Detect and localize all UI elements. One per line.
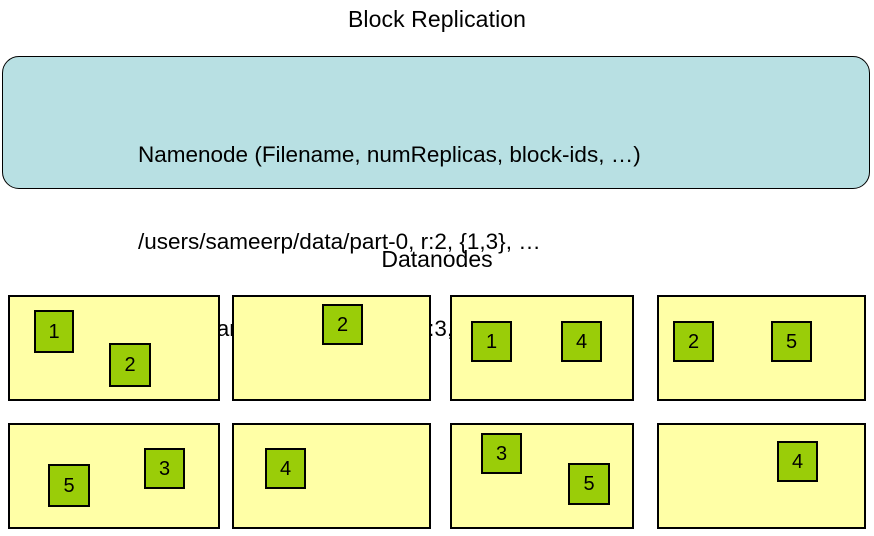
datanode-5[interactable]	[8, 423, 220, 529]
datanode-8[interactable]	[657, 423, 866, 529]
datanode-3[interactable]	[450, 295, 634, 401]
datanode-7[interactable]	[450, 423, 634, 529]
datanode-2[interactable]	[232, 295, 431, 401]
namenode-header-line: Namenode (Filename, numReplicas, block-i…	[138, 142, 641, 167]
namenode-panel: Namenode (Filename, numReplicas, block-i…	[2, 56, 870, 341]
datanode-1[interactable]	[8, 295, 220, 401]
datanodes-caption: Datanodes	[381, 246, 493, 272]
datanode-4[interactable]	[657, 295, 866, 401]
datanode-6[interactable]	[232, 423, 431, 529]
namenode-entry-part-0: /users/sameerp/data/part-0, r:2, {1,3}, …	[138, 229, 541, 254]
page-title: Block Replication	[347, 6, 527, 32]
